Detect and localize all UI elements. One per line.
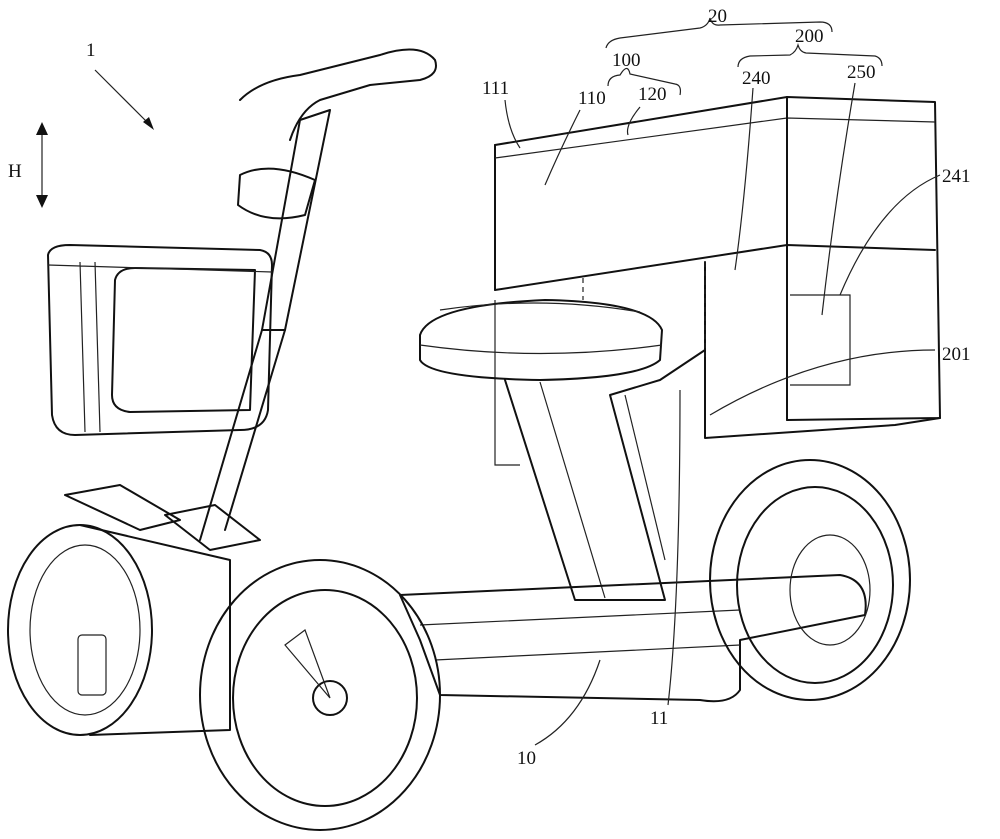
label-110: 110 bbox=[578, 88, 606, 109]
front-left-wheel bbox=[8, 485, 260, 735]
height-arrow-icon bbox=[36, 122, 48, 208]
frame bbox=[400, 575, 866, 701]
front-right-wheel bbox=[200, 560, 440, 830]
label-111: 111 bbox=[482, 78, 509, 99]
label-100: 100 bbox=[612, 50, 641, 71]
label-240: 240 bbox=[742, 68, 771, 89]
seat bbox=[420, 300, 705, 600]
label-241: 241 bbox=[942, 166, 971, 187]
label-250: 250 bbox=[847, 62, 876, 83]
label-11: 11 bbox=[650, 708, 668, 729]
label-20: 20 bbox=[708, 6, 727, 27]
label-200: 200 bbox=[795, 26, 824, 47]
label-201: 201 bbox=[942, 344, 971, 365]
label-10: 10 bbox=[517, 748, 536, 769]
storage-box bbox=[495, 97, 940, 465]
pointer-arrow-icon bbox=[95, 70, 154, 130]
handlebar bbox=[200, 50, 436, 540]
label-h: H bbox=[8, 161, 22, 182]
label-120: 120 bbox=[638, 84, 667, 105]
label-1: 1 bbox=[86, 40, 96, 61]
